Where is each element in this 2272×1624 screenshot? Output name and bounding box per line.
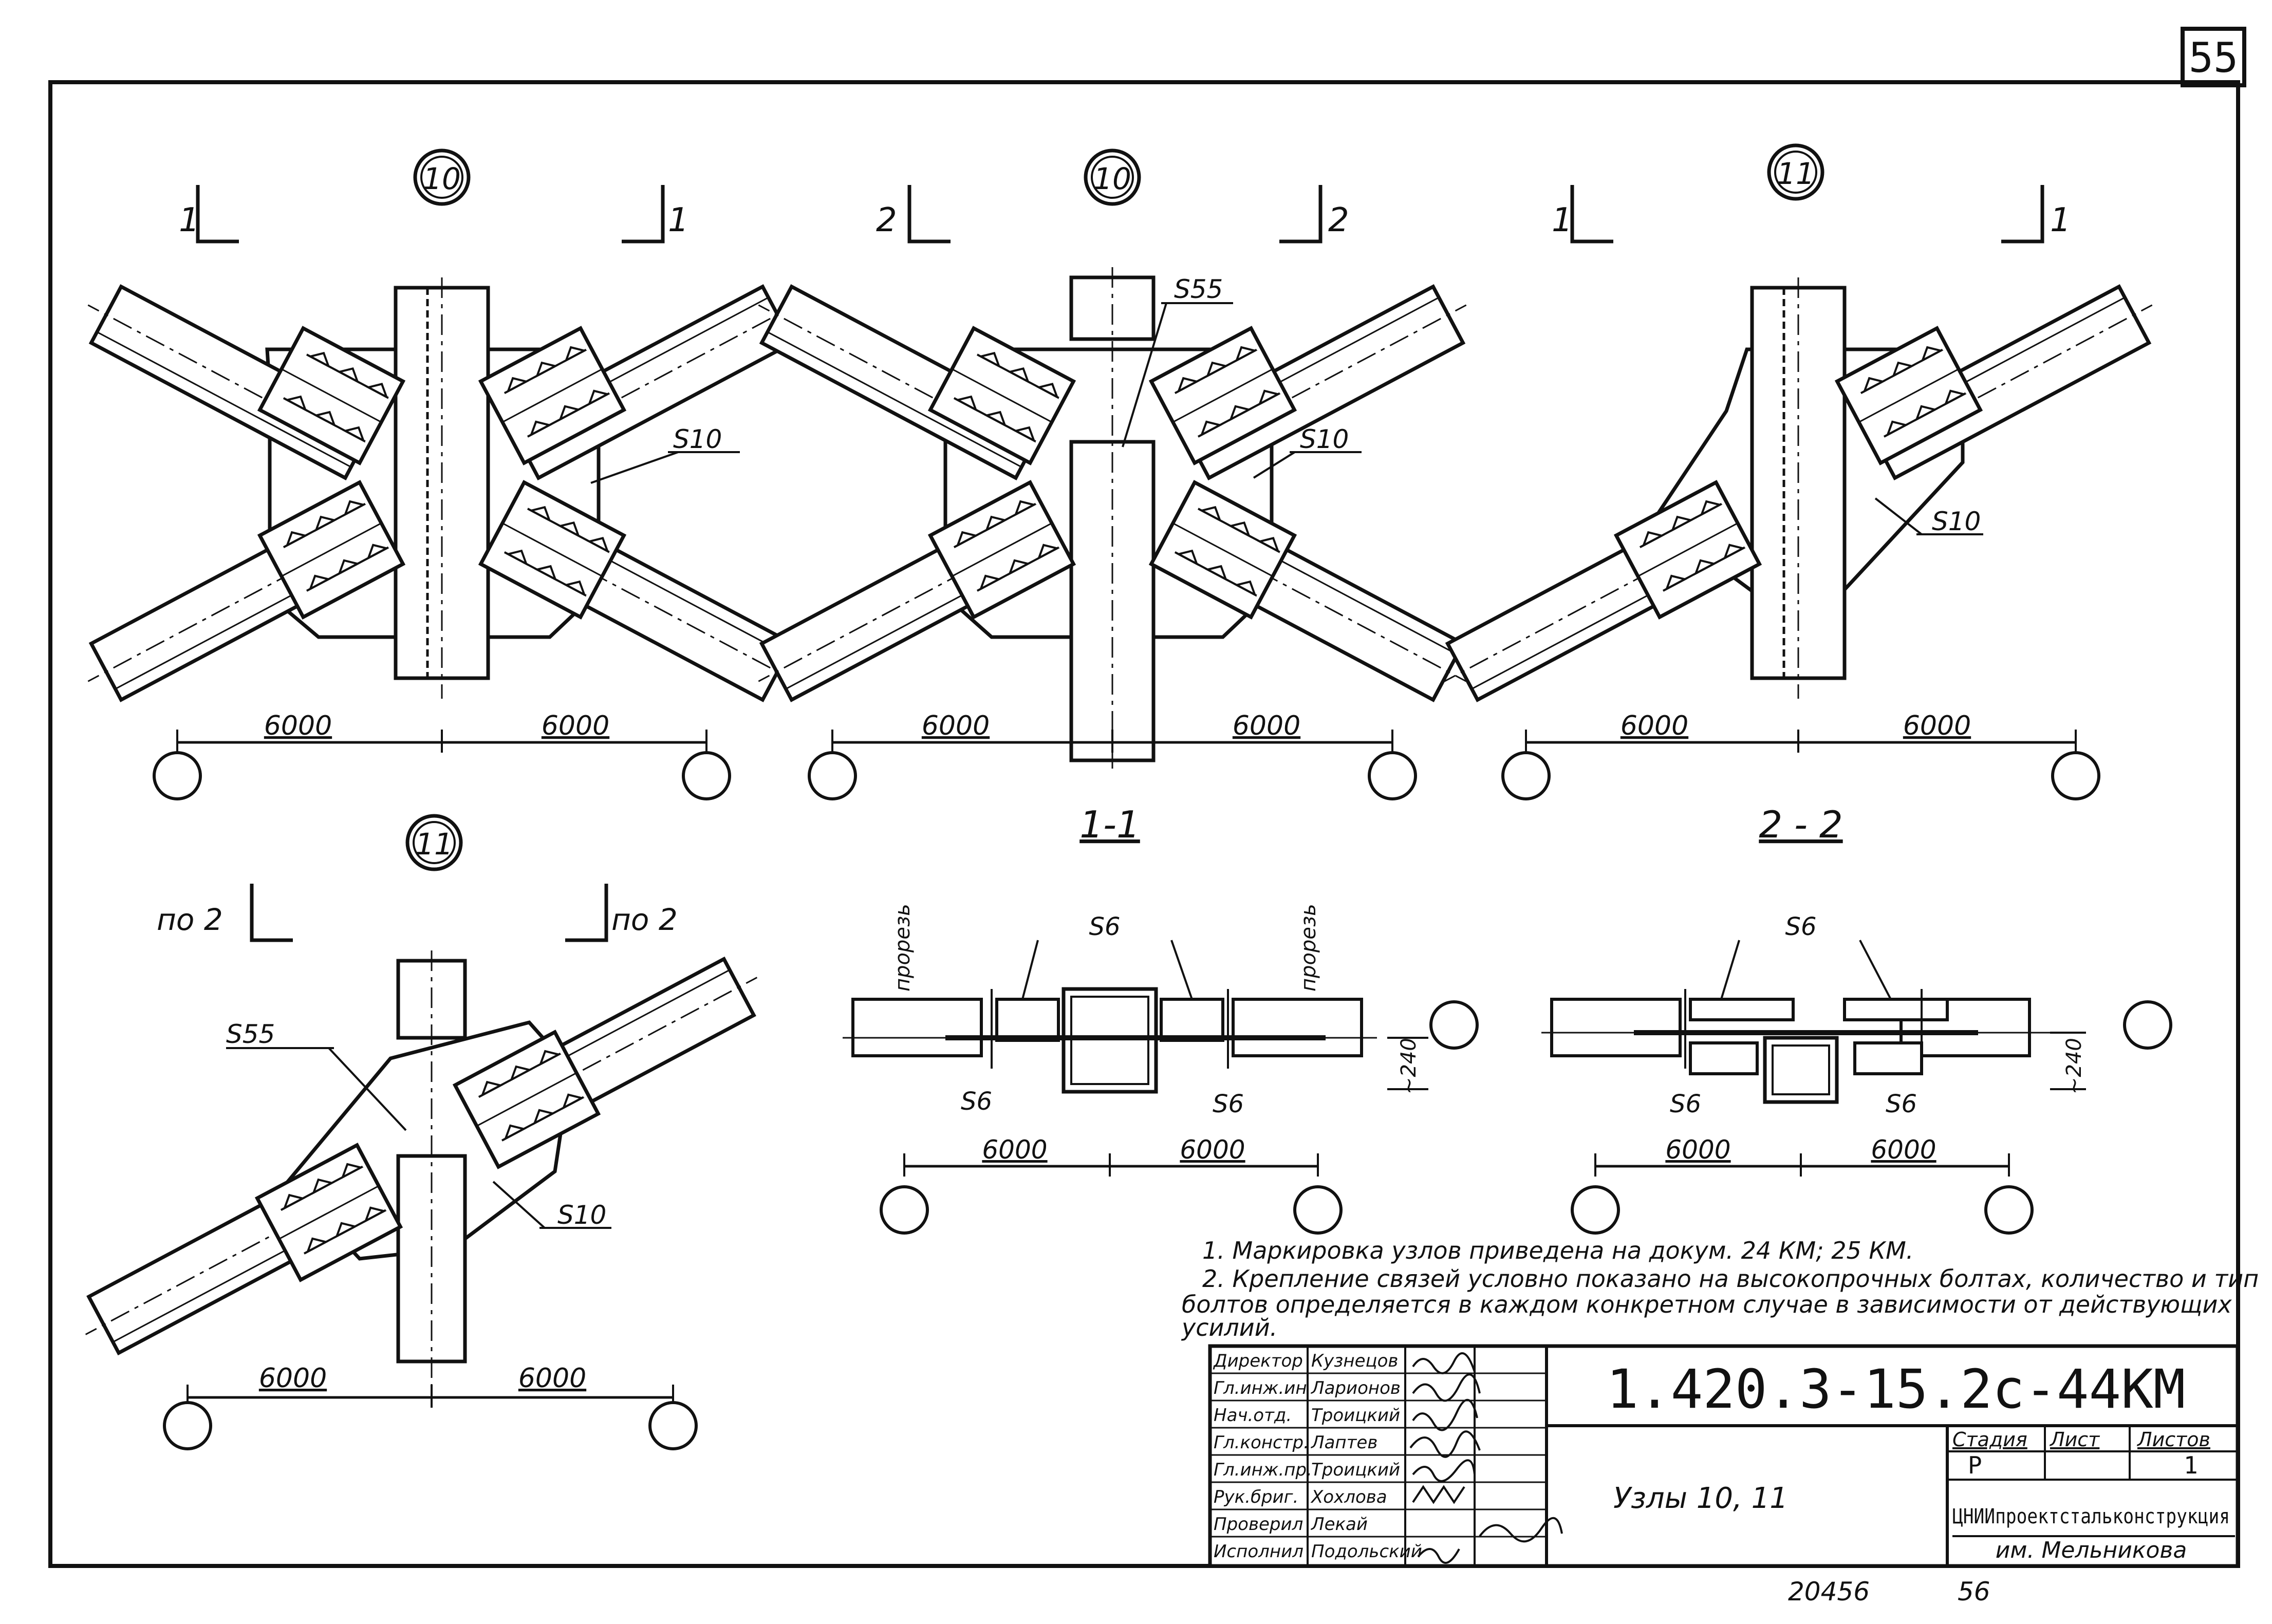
- staff-role: Нач.отд.: [1214, 1405, 1292, 1426]
- dimension-left: 6000: [922, 711, 990, 741]
- node-marker: 10: [1093, 161, 1131, 196]
- section-title: 2 - 2: [1759, 803, 1842, 846]
- dimension-left: 6000: [264, 711, 332, 741]
- node-10-section-2: 10 2 2 S55 S10 6000 6000: [743, 148, 1481, 800]
- title-block: Директор Кузнецов Гл.инж.ин Ларионов Нач…: [1208, 1344, 2240, 1568]
- section-mark-right: 2: [1328, 201, 1349, 239]
- organization-name: ЦНИИпроектстальконструкция: [1952, 1505, 2230, 1528]
- staff-role: Исполнил: [1214, 1541, 1303, 1562]
- gusset-label: S10: [1300, 424, 1349, 454]
- note-line: усилий.: [1181, 1314, 1277, 1341]
- staff-name: Подольский: [1311, 1541, 1422, 1562]
- node-marker: 11: [1777, 156, 1815, 191]
- height-label: ~240: [1397, 1038, 1421, 1094]
- note-line: 1. Маркировка узлов приведена на докум. …: [1202, 1237, 1913, 1264]
- dimension-right: 6000: [1903, 711, 1971, 741]
- gusset-label: S10: [557, 1200, 606, 1230]
- staff-role: Рук.бриг.: [1214, 1487, 1298, 1507]
- document-code: 1.420.3-15.2с-44КМ: [1606, 1358, 2185, 1421]
- section-mark-left: 1: [179, 201, 200, 239]
- section-title: 1-1: [1079, 803, 1140, 846]
- plate-label-bottom-right: S6: [1886, 1090, 1917, 1118]
- node-10-section-1: 10 1 1 S10 6000 6000: [73, 148, 811, 800]
- plate-label-top: S6: [1089, 912, 1120, 941]
- dimension-right: 6000: [518, 1363, 586, 1394]
- staff-role: Директор: [1213, 1351, 1303, 1371]
- tube-label: S55: [226, 1019, 275, 1049]
- signatures: [1409, 1352, 1563, 1564]
- staff-role: Проверил: [1214, 1514, 1303, 1535]
- notes: 1. Маркировка узлов приведена на докум. …: [1181, 1237, 2259, 1341]
- plate-label-bottom-left: S6: [1670, 1090, 1701, 1118]
- gusset-label: S10: [673, 424, 722, 454]
- staff-name: Ларионов: [1310, 1378, 1401, 1398]
- organization-subtitle: им. Мельникова: [1996, 1537, 2187, 1563]
- stage-value: Р: [1968, 1451, 1982, 1479]
- section-mark-right: 1: [668, 201, 689, 239]
- staff-name: Кузнецов: [1311, 1351, 1398, 1371]
- bottom-ref-left: 20456: [1788, 1577, 1870, 1607]
- staff-role: Гл.инж.пр.: [1214, 1460, 1312, 1480]
- node-11-section-1: 11 1 1 S10 6000 6000: [1429, 143, 2167, 800]
- height-label: ~240: [2062, 1038, 2086, 1094]
- cut-label-right: прорезь: [1297, 904, 1320, 992]
- dimension-right: 6000: [542, 711, 609, 741]
- node-marker: 10: [423, 161, 461, 196]
- dimension-left: 6000: [982, 1135, 1047, 1165]
- document-name: Узлы 10, 11: [1613, 1482, 1788, 1515]
- staff-name: Хохлова: [1310, 1487, 1387, 1507]
- tube-label: S55: [1174, 274, 1223, 304]
- section-2-2: 2 - 2 S6 S6 S6 ~240 6000 6000: [1541, 803, 2172, 1235]
- staff-role: Гл.констр.: [1214, 1432, 1309, 1453]
- note-line: 2. Крепление связей условно показано на …: [1202, 1265, 2259, 1293]
- section-mark-left: 2: [876, 201, 897, 239]
- staff-table: Директор Кузнецов Гл.инж.ин Ларионов Нач…: [1213, 1351, 1422, 1562]
- plate-label-bottom-right: S6: [1213, 1090, 1244, 1118]
- staff-name: Лекай: [1310, 1514, 1368, 1535]
- plate-label-top: S6: [1785, 912, 1816, 941]
- staff-role: Гл.инж.ин: [1214, 1378, 1307, 1398]
- dimension-left: 6000: [259, 1363, 327, 1394]
- dimension-right: 6000: [1871, 1135, 1936, 1165]
- note-line: болтов определяется в каждом конкретном …: [1182, 1291, 2232, 1318]
- cut-label-left: прорезь: [891, 904, 915, 992]
- dimension-left: 6000: [1665, 1135, 1730, 1165]
- dimension-left: 6000: [1621, 711, 1688, 741]
- section-mark-right: по 2: [611, 902, 678, 937]
- bottom-ref-right: 56: [1958, 1577, 1990, 1607]
- dimension-right: 6000: [1233, 711, 1300, 741]
- section-mark-right: 1: [2050, 201, 2071, 239]
- staff-name: Троицкий: [1311, 1460, 1400, 1480]
- staff-name: Лаптев: [1310, 1432, 1377, 1453]
- page-number: 55: [2189, 34, 2238, 82]
- staff-name: Троицкий: [1311, 1405, 1400, 1426]
- section-1-1: 1-1 S6 S6 S6 прорезь прорезь ~240 6000 6…: [843, 803, 1479, 1235]
- sheets-value: 1: [2184, 1451, 2198, 1479]
- sheet-header: Лист: [2049, 1428, 2100, 1451]
- gusset-label: S10: [1932, 507, 1981, 536]
- section-mark-left: 1: [1552, 201, 1573, 239]
- stage-header: Стадия: [1952, 1428, 2027, 1451]
- node-11-section-po-2: 11 по 2 по 2 S55 S10 6000 6000: [71, 814, 772, 1450]
- section-mark-left: по 2: [157, 902, 223, 937]
- dimension-right: 6000: [1180, 1135, 1245, 1165]
- sheets-header: Листов: [2136, 1428, 2210, 1451]
- node-marker: 11: [415, 827, 453, 862]
- plate-label-bottom-left: S6: [961, 1087, 992, 1116]
